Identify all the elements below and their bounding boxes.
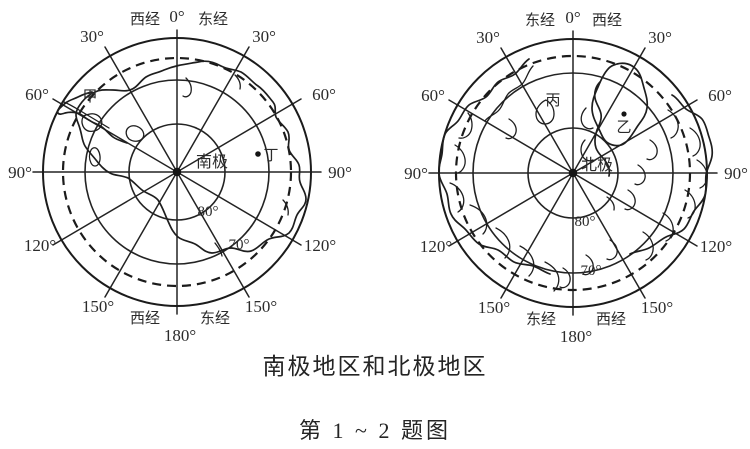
- arctic-lon-label-30w: 30°: [648, 28, 672, 47]
- antarctic-lon-label-180: 180°: [164, 326, 196, 345]
- arctic-circle-dashed: [454, 54, 692, 292]
- antarctic-lon-label-90w: 90°: [8, 163, 32, 182]
- arctic-lon-label-150e: 150°: [478, 298, 510, 317]
- arctic-lon-label-90w: 90°: [724, 164, 748, 183]
- latitude-circle-70: [472, 72, 674, 274]
- point-label-yi: 乙: [616, 120, 631, 136]
- arctic-lon-label-30e: 30°: [476, 28, 500, 47]
- antarctic-hemi-top-left: 西经: [130, 11, 160, 28]
- south-pole-marker: [172, 167, 182, 177]
- north-pole-label: 北极: [581, 156, 613, 174]
- arctic-lon-label-180: 180°: [560, 327, 592, 345]
- antarctic-hemi-bottom-right: 东经: [200, 310, 230, 327]
- point-dot-ding: [255, 151, 261, 157]
- figure-caption-area: 南极地区和北极地区 第 1 ~ 2 题图: [0, 345, 750, 449]
- arctic-lon-label-90e: 90°: [404, 164, 428, 183]
- antarctic-lon-label-0: 0°: [169, 7, 184, 26]
- point-dot-yi: [621, 111, 627, 117]
- antarctic-polar-map: 0° 30° 60° 90° 120° 150° 180° 150° 120° …: [8, 7, 352, 345]
- figure-caption-title: 南极地区和北极地区: [262, 354, 488, 379]
- south-pole-label: 南极: [196, 153, 228, 171]
- arctic-lon-label-60w: 60°: [708, 86, 732, 105]
- antarctic-lon-label-30w: 30°: [80, 27, 104, 46]
- antarctic-lon-label-120e: 120°: [304, 236, 336, 255]
- latitude-circle-80: [128, 123, 226, 221]
- antarctic-hemi-bottom-left: 西经: [130, 310, 160, 327]
- arctic-lon-label-150w: 150°: [641, 298, 673, 317]
- polar-maps-area: 0° 30° 60° 90° 120° 150° 180° 150° 120° …: [8, 7, 748, 345]
- arctic-coastlines: [437, 58, 714, 292]
- antarctic-lon-label-150w: 150°: [82, 297, 114, 316]
- antarctic-lat-label-70: 70°: [229, 237, 250, 253]
- antarctic-lon-label-30e: 30°: [252, 27, 276, 46]
- arctic-hemi-top-left: 东经: [525, 12, 555, 29]
- antarctic-lon-label-90e: 90°: [328, 163, 352, 182]
- latitude-circle-70: [84, 79, 270, 265]
- figure-question-label: 第 1 ~ 2 题图: [299, 418, 451, 443]
- arctic-lon-label-60e: 60°: [421, 86, 445, 105]
- arctic-lat-label-70: 70°: [581, 263, 602, 279]
- arctic-lon-label-120e: 120°: [420, 237, 452, 256]
- antarctic-hemi-top-right: 东经: [198, 11, 228, 28]
- point-label-jia: 甲: [82, 89, 97, 105]
- arctic-lon-label-0: 0°: [565, 8, 580, 27]
- map-outer-circle: [42, 37, 312, 307]
- antarctic-lon-label-150e: 150°: [245, 297, 277, 316]
- arctic-lon-label-120w: 120°: [700, 237, 732, 256]
- arctic-hemi-top-right: 西经: [592, 12, 622, 29]
- antarctic-lon-label-120w: 120°: [24, 236, 56, 255]
- arctic-hemi-bottom-right: 西经: [596, 311, 626, 328]
- arctic-hemi-bottom-left: 东经: [526, 311, 556, 328]
- antarctica-coastline: [56, 60, 307, 257]
- north-pole-marker: [568, 168, 578, 178]
- arctic-lat-label-80: 80°: [575, 214, 596, 230]
- arctic-polar-map: 0° 30° 60° 90° 120° 150° 180° 150° 120° …: [404, 8, 748, 345]
- latitude-circle-80: [527, 127, 619, 219]
- antarctic-lon-label-60e: 60°: [312, 85, 336, 104]
- antarctic-lon-label-60w: 60°: [25, 85, 49, 104]
- point-label-ding: 丁: [263, 148, 278, 164]
- point-label-bing: 丙: [545, 93, 560, 109]
- antarctic-circle-dashed: [61, 56, 293, 288]
- antarctic-lat-label-80: 80°: [198, 204, 219, 220]
